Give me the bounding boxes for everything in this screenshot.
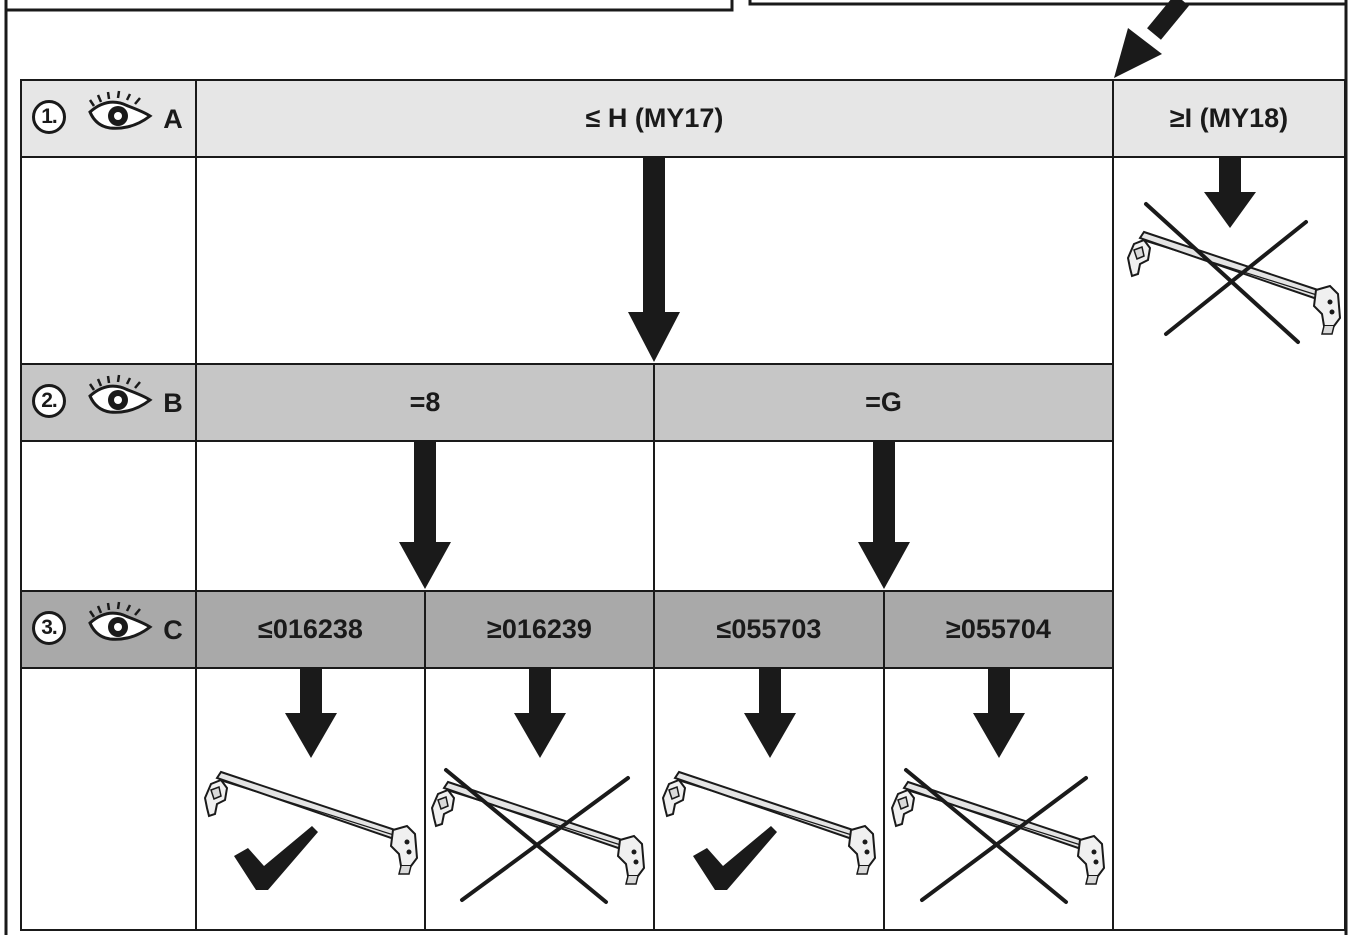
step-3-letter: C xyxy=(163,614,183,645)
row2-right-label: =G xyxy=(865,387,902,417)
step-number-badge: 2. xyxy=(32,384,66,418)
table-grid xyxy=(20,79,1346,931)
incoming-arrow xyxy=(1114,0,1189,78)
row3-header-fill xyxy=(21,591,1113,668)
check-mark-icon xyxy=(693,826,777,890)
check-mark-icon xyxy=(234,826,318,890)
row3-label-1: ≤016238 xyxy=(258,614,363,644)
step-3-label: 3. xyxy=(32,611,66,645)
row1-header-fill xyxy=(21,80,1345,157)
upper-left-panel-edge xyxy=(6,0,734,12)
x-mark-icon xyxy=(904,768,1088,904)
step-2-label: 2. xyxy=(32,384,66,418)
roof-rack-icon xyxy=(891,781,1105,885)
step-1-label: 1. xyxy=(32,100,66,134)
row3-label-2: ≥016239 xyxy=(487,614,592,644)
row3-label-4: ≥055704 xyxy=(946,614,1051,644)
x-mark-icon xyxy=(1144,202,1308,344)
step-number-badge: 3. xyxy=(32,611,66,645)
step-number-badge: 1. xyxy=(32,100,66,134)
roof-rack-icon xyxy=(431,781,645,885)
row1-right-label: ≥I (MY18) xyxy=(1169,103,1289,133)
flow-arrows xyxy=(285,157,1256,758)
step-2-letter: B xyxy=(163,387,183,418)
step-1-letter: A xyxy=(163,103,183,134)
x-mark-icon xyxy=(444,768,630,904)
row3-label-3: ≤055703 xyxy=(716,614,822,644)
row1-left-label: ≤ H (MY17) xyxy=(585,103,724,133)
upper-right-panel-edge xyxy=(748,0,1348,6)
row2-left-label: =8 xyxy=(409,387,441,417)
row2-header-fill xyxy=(21,364,1113,441)
